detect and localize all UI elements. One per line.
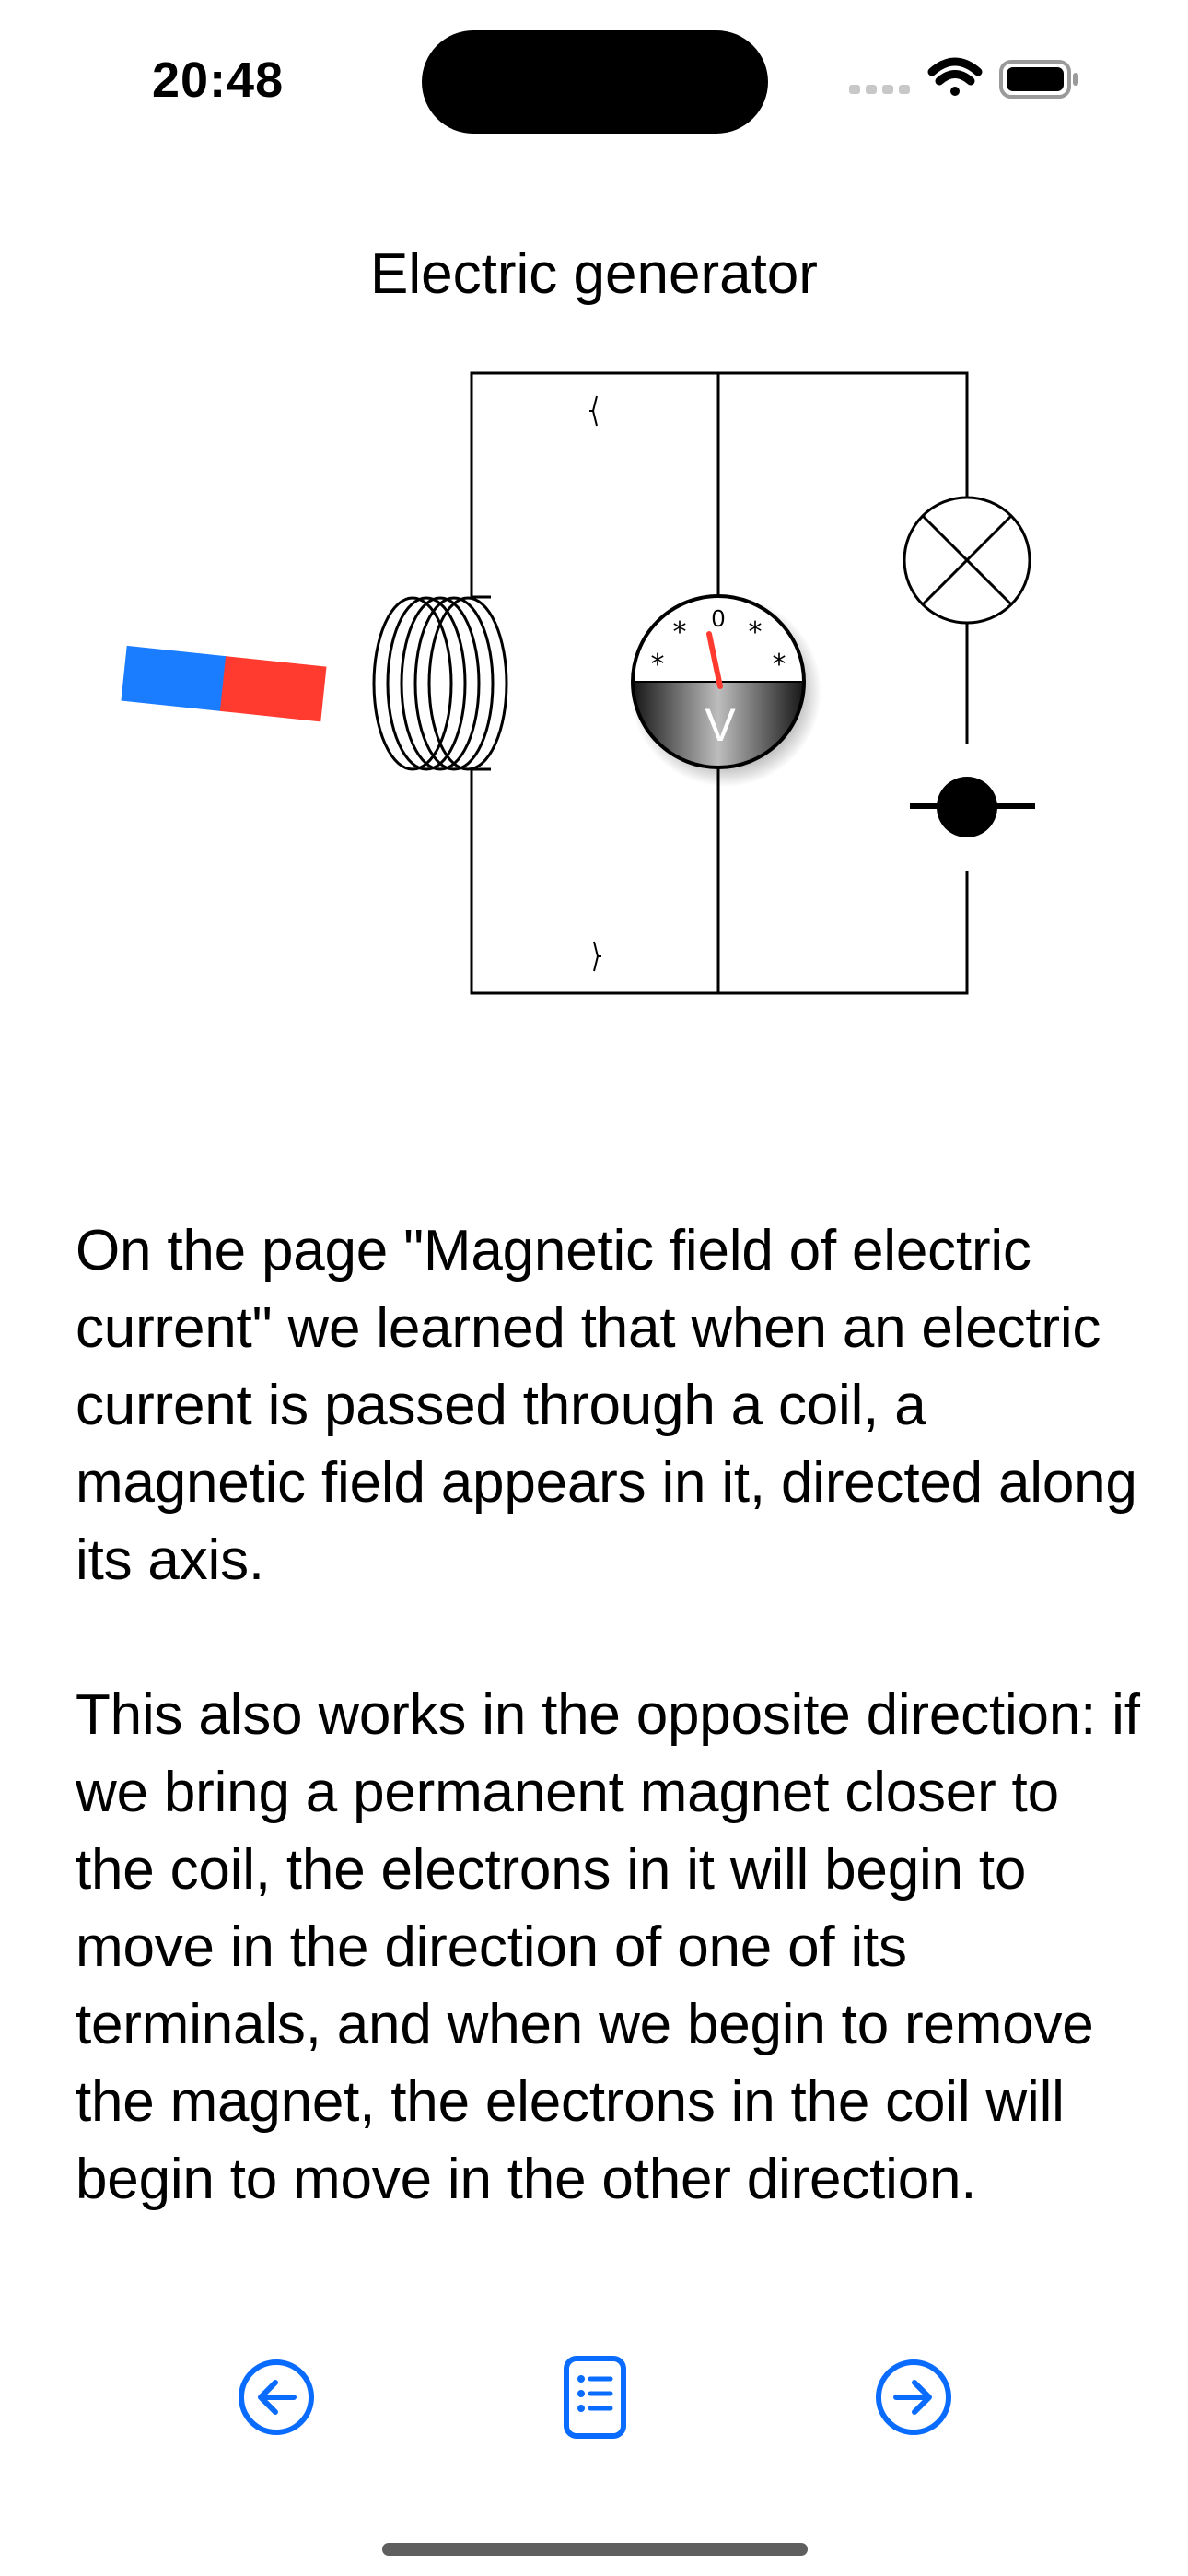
svg-text:*: * [651, 649, 665, 681]
content-scroll[interactable]: On the page "Magnetic field of electric … [76, 1212, 1144, 2257]
battery-icon [999, 60, 1078, 99]
home-indicator[interactable] [382, 2543, 808, 2556]
page-title: Electric generator [370, 242, 818, 306]
arrow-left-circle-icon [239, 2359, 314, 2435]
magnet-south-pole [219, 656, 327, 722]
previous-button[interactable] [230, 2351, 322, 2443]
signal-icon [849, 85, 910, 94]
current-arrow-bottom-icon [593, 941, 601, 972]
voltmeter-unit-label: V [705, 699, 736, 751]
voltmeter-needle [706, 631, 723, 689]
circuit-wires [470, 371, 969, 995]
paragraph: This also works in the opposite directio… [76, 1683, 1140, 2211]
list-icon [564, 2356, 626, 2439]
current-arrow-top-icon [589, 395, 598, 427]
coil [372, 596, 508, 771]
lamp [903, 496, 1031, 625]
voltmeter: * * * * 0 V [630, 594, 821, 787]
paragraph: On the page "Magnetic field of electric … [76, 1219, 1137, 1592]
status-time: 20:48 [152, 53, 285, 108]
voltmeter-scale-zero: 0 [712, 604, 725, 632]
svg-text:*: * [749, 616, 763, 649]
wifi-icon [927, 57, 983, 96]
arrow-right-circle-icon [876, 2359, 951, 2435]
magnet-north-pole [121, 645, 228, 712]
generator-diagram: * * * * 0 V [121, 371, 1035, 995]
status-bar: 20:48 [0, 0, 1188, 157]
bottom-toolbar [0, 2340, 1188, 2460]
contents-button[interactable] [549, 2351, 641, 2443]
switch[interactable] [910, 777, 1035, 837]
next-button[interactable] [868, 2351, 960, 2443]
svg-text:*: * [773, 649, 786, 681]
dynamic-island [422, 30, 768, 134]
status-icons [849, 57, 1078, 99]
permanent-magnet[interactable] [121, 645, 327, 722]
svg-text:*: * [673, 616, 687, 649]
